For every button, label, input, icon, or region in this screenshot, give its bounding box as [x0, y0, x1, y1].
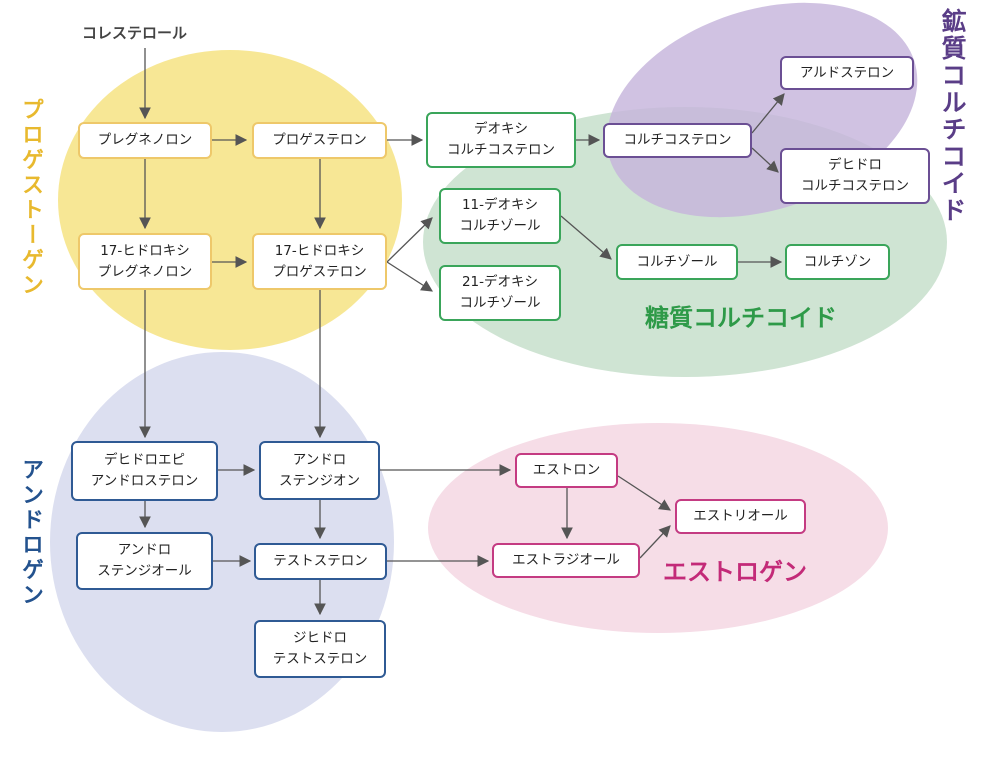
node-line: 21-デオキシ [461, 274, 539, 290]
node-line: 17-ヒドロキシ [274, 242, 365, 259]
label-mineralocorticoid: 鉱質コルチコイド [938, 8, 967, 224]
region-progestogen [58, 50, 402, 350]
node-line: プレグネノロン [97, 263, 193, 280]
node-line: コルチゾン [803, 253, 872, 270]
node-line: テストステロン [272, 651, 368, 667]
node-line: アンドロ [292, 451, 347, 468]
node-line: デオキシ [474, 121, 528, 137]
node-line: エストリオール [693, 508, 788, 524]
node-line: コルチコステロン [447, 142, 555, 158]
node-line: プロゲステロン [272, 132, 367, 148]
arrow-11deoxycortisol-cortisol [560, 215, 612, 260]
node-line: ジヒドロ [293, 630, 347, 646]
node-line: テストステロン [273, 553, 368, 569]
node-line: コルチコステロン [801, 178, 909, 194]
node-line: エストロン [532, 462, 601, 478]
node-line: コルチゾール [636, 253, 718, 270]
node-cholesterol: コレステロール [82, 24, 188, 42]
node-androstenediol: アンドロ ステンジオール [76, 532, 213, 590]
node-line: ステンジオン [279, 472, 360, 489]
arrow-estrone-estriol [617, 475, 671, 511]
node-estradiol: エストラジオール [492, 543, 640, 578]
node-11-deoxycortisol: 11-デオキシ コルチゾール [439, 188, 561, 244]
node-line: ステンジオール [97, 563, 192, 579]
node-21-deoxycortisol: 21-デオキシ コルチゾール [439, 265, 561, 321]
node-17-hydroxyprogesterone: 17-ヒドロキシ プロゲステロン [252, 233, 387, 290]
node-dehydrocorticosterone: デヒドロ コルチコステロン [780, 148, 930, 204]
node-line: 11-デオキシ [461, 197, 539, 213]
node-dihydrotestosterone: ジヒドロ テストステロン [254, 620, 386, 678]
node-line: デヒドロ [828, 157, 882, 173]
node-line: アンドロステロン [90, 473, 199, 489]
node-progesterone: プロゲステロン [252, 122, 387, 159]
region-estrogen [428, 423, 888, 633]
node-17-hydroxypregnenolone: 17-ヒドロキシ プレグネノロン [78, 233, 212, 290]
node-aldosterone: アルドステロン [780, 56, 914, 90]
node-line: エストラジオール [512, 552, 620, 568]
label-progestogen: プロゲストーゲン [18, 98, 43, 298]
node-cortisol: コルチゾール [616, 244, 738, 280]
node-cortisone: コルチゾン [785, 244, 890, 280]
node-estriol: エストリオール [675, 499, 806, 534]
arrow-corticosterone-dehydrocorticosterone [751, 147, 779, 173]
node-line: アルドステロン [799, 64, 895, 81]
pathway-arrows [139, 48, 785, 616]
arrow-estradiol-estriol [639, 525, 671, 559]
node-line: デヒドロエピ [104, 452, 185, 468]
node-estrone: エストロン [515, 453, 618, 488]
node-testosterone: テストステロン [254, 543, 387, 580]
node-line: コルチゾール [459, 295, 541, 311]
node-dhea: デヒドロエピ アンドロステロン [71, 441, 218, 501]
arrow-corticosterone-aldosterone [751, 93, 785, 134]
node-line: 17-ヒドロキシ [100, 242, 190, 259]
label-androgen: アンドロゲン [18, 458, 43, 608]
node-pregnenolone: プレグネノロン [78, 122, 212, 159]
node-line: コルチコステロン [623, 132, 732, 148]
node-androstenedione: アンドロ ステンジオン [259, 441, 380, 500]
node-line: プレグネノロン [97, 132, 193, 148]
node-line: コルチゾール [459, 218, 541, 234]
arrow-17ohprogesterone-11deoxycortisol [386, 217, 433, 263]
label-glucocorticoid: 糖質コルチコイド [645, 304, 837, 332]
node-line: アンドロ [117, 542, 172, 558]
node-corticosterone: コルチコステロン [603, 123, 752, 158]
label-estrogen: エストロゲン [663, 558, 807, 586]
arrow-17ohprogesterone-21deoxycortisol [386, 261, 433, 292]
node-line: プロゲステロン [272, 263, 367, 280]
node-deoxycorticosterone: デオキシ コルチコステロン [426, 112, 576, 168]
